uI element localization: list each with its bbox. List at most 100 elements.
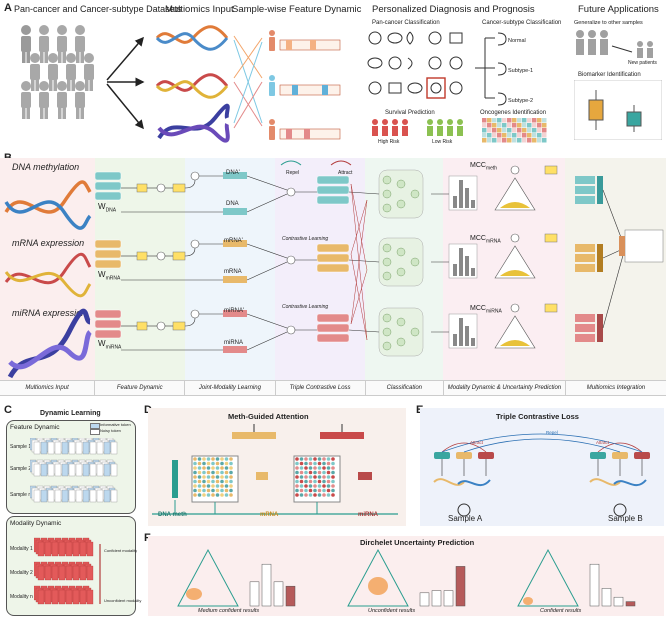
attention-dot [206, 479, 211, 484]
contrastive-sample [316, 185, 350, 195]
mrna-embedding [456, 452, 472, 459]
mrna-label: mRNA [224, 269, 242, 275]
generalize-label: Generalize to other samples [574, 20, 643, 26]
mcc-mirna-label: MCCmiRNA [470, 305, 502, 314]
w-mrna-text: W [98, 270, 106, 279]
attention-dot [304, 461, 308, 466]
evidence-bar [459, 318, 463, 346]
feature-dynamic-label: Feature Dynamic [10, 424, 60, 431]
dna-label: DNA [226, 201, 239, 207]
mcc-node [510, 165, 520, 175]
token-cell [96, 441, 104, 455]
attention-dot [295, 470, 299, 475]
sample-box [95, 309, 122, 319]
sample-icon [457, 503, 471, 517]
heatmap-cell [507, 118, 512, 123]
simplex-triangle [494, 245, 536, 279]
mrna-token [256, 472, 268, 480]
dna-strands-icon [155, 25, 230, 143]
heatmap-cell [522, 123, 527, 128]
attention-dot [211, 457, 215, 461]
heatmap-cell [522, 128, 527, 133]
sigma-gate [136, 251, 148, 261]
attention-dot [326, 457, 331, 461]
attention-dot [317, 470, 322, 475]
mirna-label: miRNA [224, 340, 243, 346]
attention-dot [202, 475, 206, 479]
token-cell [68, 463, 76, 477]
heatmap-cell [532, 118, 537, 123]
token-cell [61, 463, 69, 477]
density-blob [500, 340, 530, 346]
token-cell [33, 463, 41, 477]
dna-meth-branch [174, 500, 318, 514]
attention-dot [326, 466, 331, 470]
mcc-mirna-text: MCC [470, 305, 486, 312]
mrna-output-bar [232, 432, 276, 439]
attention-dot [220, 479, 224, 484]
attention-dot [322, 470, 326, 475]
panel-e: E Triple Contrastive Loss Repel Attract … [412, 402, 666, 530]
attention-dot [326, 470, 331, 475]
attention-dot [331, 484, 335, 488]
attention-dot [202, 466, 206, 470]
attention-diagram [152, 424, 398, 515]
evidence-bar [471, 200, 475, 208]
heatmap-cell [497, 118, 502, 123]
repel-icon [280, 160, 302, 166]
heatmap-cell [497, 138, 502, 143]
modality-cell [51, 541, 59, 557]
attention-dot [197, 493, 202, 497]
add-node [190, 239, 200, 249]
attention-dot [295, 479, 299, 484]
subtype2-label: Subtype-2 [508, 98, 534, 104]
token-cell [47, 489, 55, 503]
informative-label: Informative token [100, 422, 131, 427]
attention-dot [215, 488, 220, 493]
dataset-arrows [106, 36, 145, 130]
heatmap-cell [517, 118, 522, 123]
modality-cell [79, 541, 87, 557]
token-cell [47, 441, 55, 455]
probability-bar [613, 596, 624, 607]
heatmap-cell [527, 138, 532, 143]
modality-cell [79, 565, 87, 581]
attention-dot [308, 475, 313, 479]
modality-cell [72, 541, 80, 557]
dirichlet-density [523, 597, 533, 605]
attention-dot [313, 484, 317, 488]
attention-dot [211, 470, 215, 475]
attract-icon [330, 160, 352, 166]
personalized-title: Personalized Diagnosis and Prognosis [372, 4, 535, 15]
token-cell [40, 463, 48, 477]
attention-dot [299, 488, 304, 493]
attention-dot [326, 484, 331, 488]
organ-icons-grid [367, 31, 463, 99]
panel-b: B DNA methylation mRNA expression miRNA … [0, 150, 666, 402]
integration-block [575, 196, 595, 204]
unconfident-label: Unconfident modality [104, 598, 142, 603]
repel-arc [441, 433, 643, 453]
heatmap-cell [527, 133, 532, 138]
confident-results-label: Confident results [540, 608, 582, 614]
heatmap-cell [497, 133, 502, 138]
modality-cell [58, 541, 66, 557]
contrastive-sample [316, 175, 350, 185]
future-title: Future Applications [578, 4, 659, 15]
panel-b-helices [4, 180, 92, 379]
attention-dot [197, 457, 202, 461]
heatmap-cell [542, 123, 547, 128]
attention-dot [313, 461, 317, 466]
w-dna-sub: DNA [105, 207, 117, 214]
heatmap-cell [487, 123, 492, 128]
heatmap-cell [512, 123, 517, 128]
attention-dot [220, 488, 224, 493]
attention-dot [322, 466, 326, 470]
feature-dynamic-title: Sample-wise Feature Dynamic [232, 4, 362, 15]
medium-confident-label: Medium confident results [198, 608, 260, 614]
heatmap-cell [482, 118, 487, 123]
attention-dot [202, 484, 206, 488]
heatmap-cell [492, 128, 497, 133]
dirichlet-title: Dirchelet Uncertainty Prediction [360, 538, 475, 547]
attention-dot [211, 475, 215, 479]
